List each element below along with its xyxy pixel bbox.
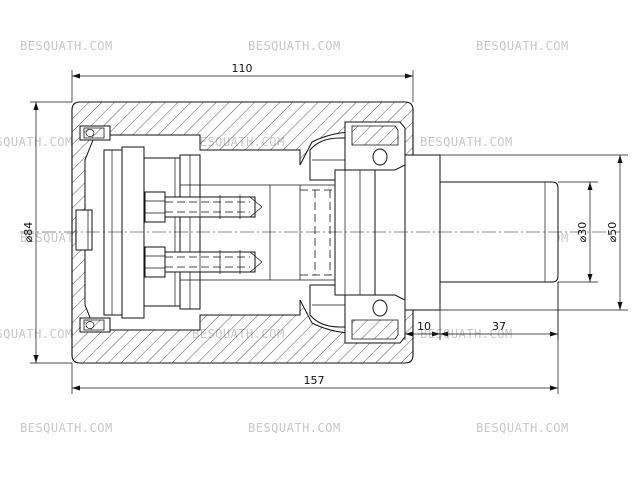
dimension-label: 157 <box>304 374 325 387</box>
right-bearing <box>309 121 406 344</box>
watermark: BESQUATH.COM <box>476 421 569 435</box>
dimension-label: ⌀50 <box>606 222 619 243</box>
dimension-110: 110 <box>71 62 414 102</box>
dimension-diameter-50: ⌀50 <box>440 154 628 311</box>
output-shaft <box>404 154 559 311</box>
watermark: BESQUATH.COM <box>20 421 113 435</box>
watermark: BESQUATH.COM <box>20 39 113 53</box>
dimension-label: 110 <box>232 62 253 75</box>
dimension-label: 10 <box>417 320 431 333</box>
watermark: BESQUATH.COM <box>248 421 341 435</box>
dimension-label: ⌀30 <box>576 222 589 243</box>
watermark: BESQUATH.COM <box>420 135 513 149</box>
watermark: BESQUATH.COM <box>476 39 569 53</box>
bolt-lower <box>144 246 263 278</box>
dimension-diameter-84: ⌀84 <box>22 101 72 364</box>
dimension-10-37: 10 37 <box>404 282 559 340</box>
watermark: BESQUATH.COM <box>0 327 73 341</box>
watermark: BESQUATH.COM <box>248 39 341 53</box>
bolt-upper <box>144 191 263 223</box>
watermark: BESQUATH.COM <box>0 135 73 149</box>
dimension-label: ⌀84 <box>22 222 35 243</box>
dimension-label: 37 <box>492 320 506 333</box>
dimension-diameter-30: ⌀30 <box>558 181 598 283</box>
